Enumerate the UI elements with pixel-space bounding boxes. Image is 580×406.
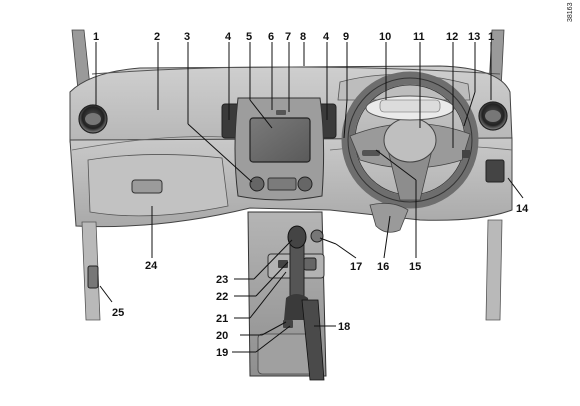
climate-knob-left[interactable]	[249, 176, 265, 192]
callout-12: 12	[446, 31, 458, 43]
bonnet-release-lever[interactable]	[87, 265, 99, 289]
callout-3: 3	[184, 31, 190, 43]
callout-10: 10	[379, 31, 391, 43]
left-air-vent-louvre	[85, 113, 101, 125]
callout-25: 25	[112, 307, 124, 319]
right-air-vent-louvre	[485, 110, 501, 122]
callout-13: 13	[468, 31, 480, 43]
leader-lines	[95, 42, 524, 353]
callout-21: 21	[216, 313, 228, 325]
climate-knob-right[interactable]	[297, 176, 313, 192]
callout-2: 2	[154, 31, 160, 43]
callout-labels: 1 2 3 4 5 6 7 8 4 9 10 11 12 13 1 14 15 …	[93, 31, 529, 359]
callout-20: 20	[216, 330, 228, 342]
multimedia-screen[interactable]	[249, 117, 311, 163]
instrument-panel	[365, 95, 455, 121]
figure-reference: 38163	[567, 2, 574, 22]
right-door-trim	[485, 219, 503, 321]
callout-8: 8	[300, 31, 306, 43]
glovebox-handle[interactable]	[131, 179, 163, 194]
callout-18: 18	[338, 321, 350, 333]
steering-column-stalk[interactable]	[362, 150, 380, 156]
callout-6: 6	[268, 31, 274, 43]
callout-23: 23	[216, 274, 228, 286]
callout-17: 17	[350, 261, 362, 273]
usb-socket[interactable]	[278, 260, 288, 268]
lower-column-cover	[369, 202, 409, 233]
callout-4-right: 4	[323, 31, 330, 43]
callout-7: 7	[285, 31, 291, 43]
parking-brake-switch[interactable]	[283, 320, 293, 328]
callout-11: 11	[413, 31, 425, 43]
callout-1-right: 1	[488, 31, 494, 43]
side-switch-panel[interactable]	[485, 159, 505, 183]
screen-top-button[interactable]	[276, 110, 286, 115]
dashboard-top-edge	[91, 66, 501, 75]
callout-14: 14	[516, 203, 529, 215]
callout-19: 19	[216, 347, 228, 359]
aux-socket[interactable]	[303, 257, 317, 271]
callout-1-left: 1	[93, 31, 99, 43]
callout-9: 9	[343, 31, 349, 43]
callout-16: 16	[377, 261, 389, 273]
climate-buttons[interactable]	[267, 177, 297, 191]
power-socket[interactable]	[310, 229, 324, 243]
handbrake-lever[interactable]	[301, 299, 325, 381]
callout-24: 24	[145, 260, 158, 272]
steering-wheel[interactable]	[341, 71, 479, 209]
switch-small[interactable]	[462, 150, 470, 158]
callout-22: 22	[216, 291, 228, 303]
callout-4-left: 4	[225, 31, 232, 43]
callout-5: 5	[246, 31, 252, 43]
callout-15: 15	[409, 261, 421, 273]
